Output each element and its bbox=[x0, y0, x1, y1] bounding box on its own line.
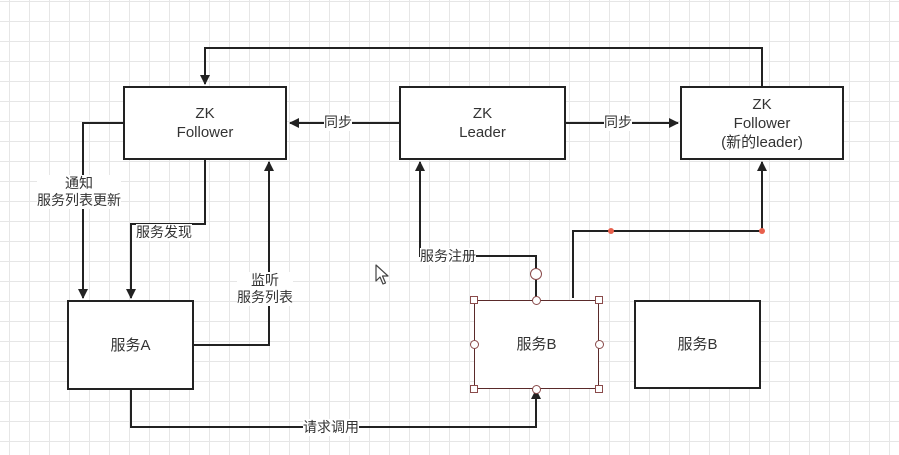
connect-handle-left[interactable] bbox=[470, 340, 479, 349]
label-request: 请求调用 bbox=[303, 419, 359, 436]
edge-register[interactable] bbox=[415, 161, 537, 298]
label-register: 服务注册 bbox=[420, 248, 476, 265]
edge-notify[interactable] bbox=[78, 122, 123, 299]
edge-waypoint-dot[interactable] bbox=[608, 228, 614, 234]
edge-listen[interactable] bbox=[193, 161, 274, 346]
resize-handle-top-right[interactable] bbox=[595, 296, 603, 304]
label-listen: 监听 服务列表 bbox=[237, 272, 293, 306]
node-role: Leader bbox=[459, 124, 506, 141]
label-notify-line1: 通知 bbox=[65, 175, 93, 191]
resize-handle-bottom-left[interactable] bbox=[470, 385, 478, 393]
node-label: 服务B bbox=[677, 336, 718, 353]
node-title: ZK bbox=[472, 105, 493, 122]
node-service-b-selected[interactable]: 服务B bbox=[474, 300, 599, 389]
mouse-cursor-icon bbox=[375, 264, 389, 285]
label-sync-left: 同步 bbox=[324, 114, 352, 131]
node-service-a[interactable]: 服务A bbox=[67, 300, 194, 390]
label-notify-line2: 服务列表更新 bbox=[37, 192, 121, 208]
node-title: ZK bbox=[752, 95, 772, 113]
node-label: 服务B bbox=[516, 336, 557, 353]
edge-waypoint-dot[interactable] bbox=[759, 228, 765, 234]
node-title: ZK bbox=[195, 105, 215, 122]
connect-handle-top[interactable] bbox=[532, 296, 541, 305]
node-service-b2[interactable]: 服务B bbox=[634, 300, 761, 389]
connect-handle-bottom[interactable] bbox=[532, 385, 541, 394]
label-discover: 服务发现 bbox=[136, 224, 192, 241]
connect-handle-right[interactable] bbox=[595, 340, 604, 349]
label-notify: 通知 服务列表更新 bbox=[37, 175, 121, 209]
node-label: 服务A bbox=[110, 336, 151, 354]
label-listen-line2: 服务列表 bbox=[237, 289, 293, 305]
label-listen-line1: 监听 bbox=[251, 272, 279, 288]
node-zk-follower-left[interactable]: ZK Follower bbox=[123, 86, 287, 160]
node-note: (新的leader) bbox=[721, 133, 803, 151]
node-role: Follower bbox=[733, 114, 791, 132]
edge-top-loop[interactable] bbox=[200, 47, 763, 86]
node-role: Follower bbox=[176, 124, 234, 141]
edge-to-new-leader[interactable] bbox=[572, 161, 767, 298]
label-sync-right: 同步 bbox=[604, 114, 632, 131]
node-zk-leader[interactable]: ZK Leader bbox=[399, 86, 566, 160]
edge-endpoint-handle[interactable] bbox=[530, 268, 542, 280]
resize-handle-bottom-right[interactable] bbox=[595, 385, 603, 393]
node-zk-follower-right[interactable]: ZK Follower (新的leader) bbox=[680, 86, 844, 160]
resize-handle-top-left[interactable] bbox=[470, 296, 478, 304]
